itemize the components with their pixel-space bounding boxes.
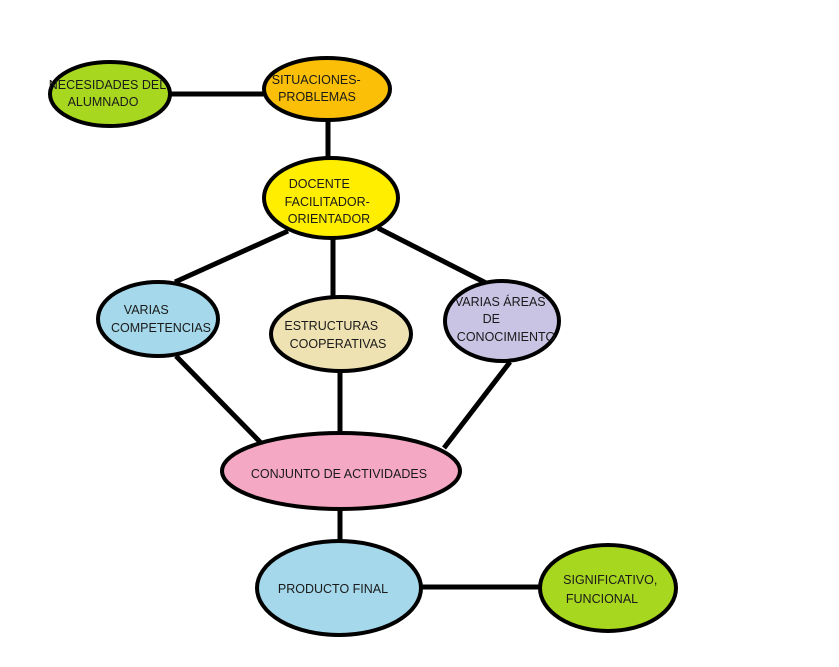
node-significativo-label: SIGNIFICATIVO, FUNCIONAL	[563, 573, 661, 606]
node-competencias-line-1: VARIAS	[124, 303, 169, 317]
node-situaciones-label: SITUACIONES- PROBLEMAS	[272, 73, 364, 104]
node-situaciones-line-1: SITUACIONES-	[272, 73, 361, 87]
node-varias-competencias: VARIAS COMPETENCIAS	[96, 280, 220, 358]
node-necesidades-del-alumnado: NECESIDADES DEL ALUMNADO	[48, 60, 172, 128]
node-areas-label: VARIAS ÁREAS DE CONOCIMIENTO	[455, 294, 556, 344]
node-estructuras-line-2: COOPERATIVAS	[290, 337, 387, 351]
node-competencias-label: VARIAS COMPETENCIAS	[111, 303, 211, 335]
node-conjunto-line-1: CONJUNTO DE ACTIVIDADES	[251, 467, 427, 481]
node-necesidades-line-2: ALUMNADO	[68, 95, 139, 109]
node-areas-shape	[443, 279, 561, 363]
node-situaciones-problemas: SITUACIONES- PROBLEMAS	[262, 56, 392, 122]
node-conjunto-shape	[220, 431, 462, 511]
node-significativo-line-1: SIGNIFICATIVO,	[563, 573, 657, 587]
node-areas-line-3: CONOCIMIENTO	[457, 330, 556, 344]
node-producto-shape	[255, 539, 423, 637]
node-estructuras-label: ESTRUCTURAS COOPERATIVAS	[284, 319, 386, 351]
node-docente-line-1: DOCENTE	[289, 177, 350, 191]
node-conjunto-de-actividades: CONJUNTO DE ACTIVIDADES	[220, 431, 462, 511]
node-docente-facilitador-orientador: DOCENTE FACILITADOR- ORIENTADOR	[262, 156, 400, 240]
node-significativo-funcional: SIGNIFICATIVO, FUNCIONAL	[538, 543, 678, 633]
node-varias-areas-de-conocimiento: VARIAS ÁREAS DE CONOCIMIENTO	[443, 279, 561, 363]
node-conjunto-label: CONJUNTO DE ACTIVIDADES	[251, 467, 427, 481]
node-competencias-line-2: COMPETENCIAS	[111, 321, 211, 335]
node-competencias-shape	[96, 280, 220, 358]
edge-competencias-conjunto	[174, 354, 264, 446]
node-situaciones-shape	[262, 56, 392, 122]
node-docente-line-3: ORIENTADOR	[288, 212, 370, 226]
node-necesidades-label: NECESIDADES DEL ALUMNADO	[49, 78, 169, 109]
node-producto-label: PRODUCTO FINAL	[278, 582, 388, 596]
node-estructuras-cooperativas: ESTRUCTURAS COOPERATIVAS	[269, 295, 413, 373]
node-estructuras-line-1: ESTRUCTURAS	[284, 319, 378, 333]
edge-docente-areas	[376, 225, 490, 287]
node-necesidades-line-1: NECESIDADES DEL	[49, 78, 166, 92]
node-significativo-shape	[538, 543, 678, 633]
node-docente-line-2: FACILITADOR-	[285, 195, 370, 209]
edge-areas-conjunto	[442, 360, 512, 450]
node-situaciones-line-2: PROBLEMAS	[278, 90, 356, 104]
node-docente-label: DOCENTE FACILITADOR- ORIENTADOR	[285, 177, 374, 226]
node-areas-line-1: VARIAS ÁREAS	[455, 294, 546, 309]
node-producto-final: PRODUCTO FINAL	[255, 539, 423, 637]
node-producto-line-1: PRODUCTO FINAL	[278, 582, 388, 596]
node-areas-line-2: DE	[483, 312, 500, 326]
connectors	[170, 91, 541, 590]
node-docente-shape	[262, 156, 400, 240]
edge-docente-competencias	[173, 228, 290, 285]
node-estructuras-shape	[269, 295, 413, 373]
node-significativo-line-2: FUNCIONAL	[566, 592, 638, 606]
node-necesidades-shape	[48, 60, 172, 128]
